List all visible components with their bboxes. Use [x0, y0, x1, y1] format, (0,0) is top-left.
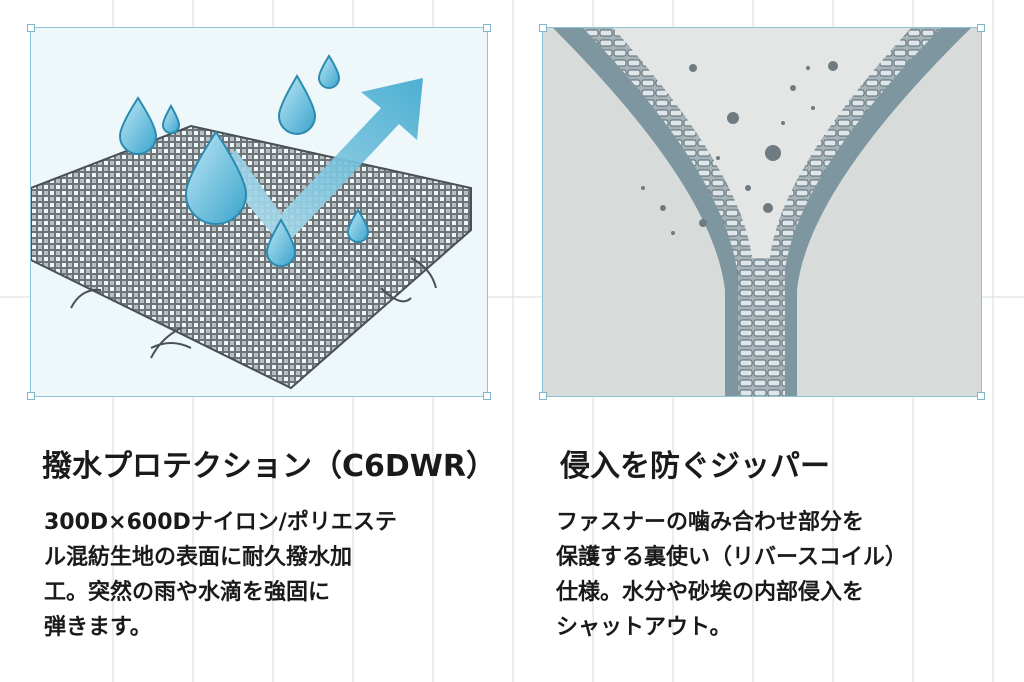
- water-repellent-title: 撥水プロテクション（C6DWR）: [42, 449, 496, 484]
- corner-handle: [27, 24, 35, 32]
- corner-handle: [539, 392, 547, 400]
- zipper-illustration: [539, 24, 985, 400]
- dust-particles: [641, 61, 838, 235]
- corner-handle: [483, 392, 491, 400]
- water-repellent-description: 300D×600Dナイロン/ポリエステ ル混紡生地の表面に耐久撥水加 工。突然の…: [44, 510, 397, 640]
- water-repellent-illustration: [27, 24, 491, 400]
- water-drops: [118, 54, 370, 267]
- zipper-description: ファスナーの噛み合わせ部分を 保護する裏使い（リバースコイル） 仕様。水分や砂埃…: [556, 510, 907, 640]
- trend-arrow: [217, 78, 423, 248]
- zipper-title: 侵入を防ぐジッパー: [560, 449, 830, 484]
- woven-fabric: [31, 124, 472, 390]
- corner-handle: [483, 24, 491, 32]
- corner-handle: [977, 392, 985, 400]
- corner-handle: [27, 392, 35, 400]
- corner-handle: [539, 24, 547, 32]
- corner-handle: [977, 24, 985, 32]
- water-repellent-fabric-icon: [31, 54, 472, 390]
- reverse-coil-zipper-icon: [543, 28, 981, 396]
